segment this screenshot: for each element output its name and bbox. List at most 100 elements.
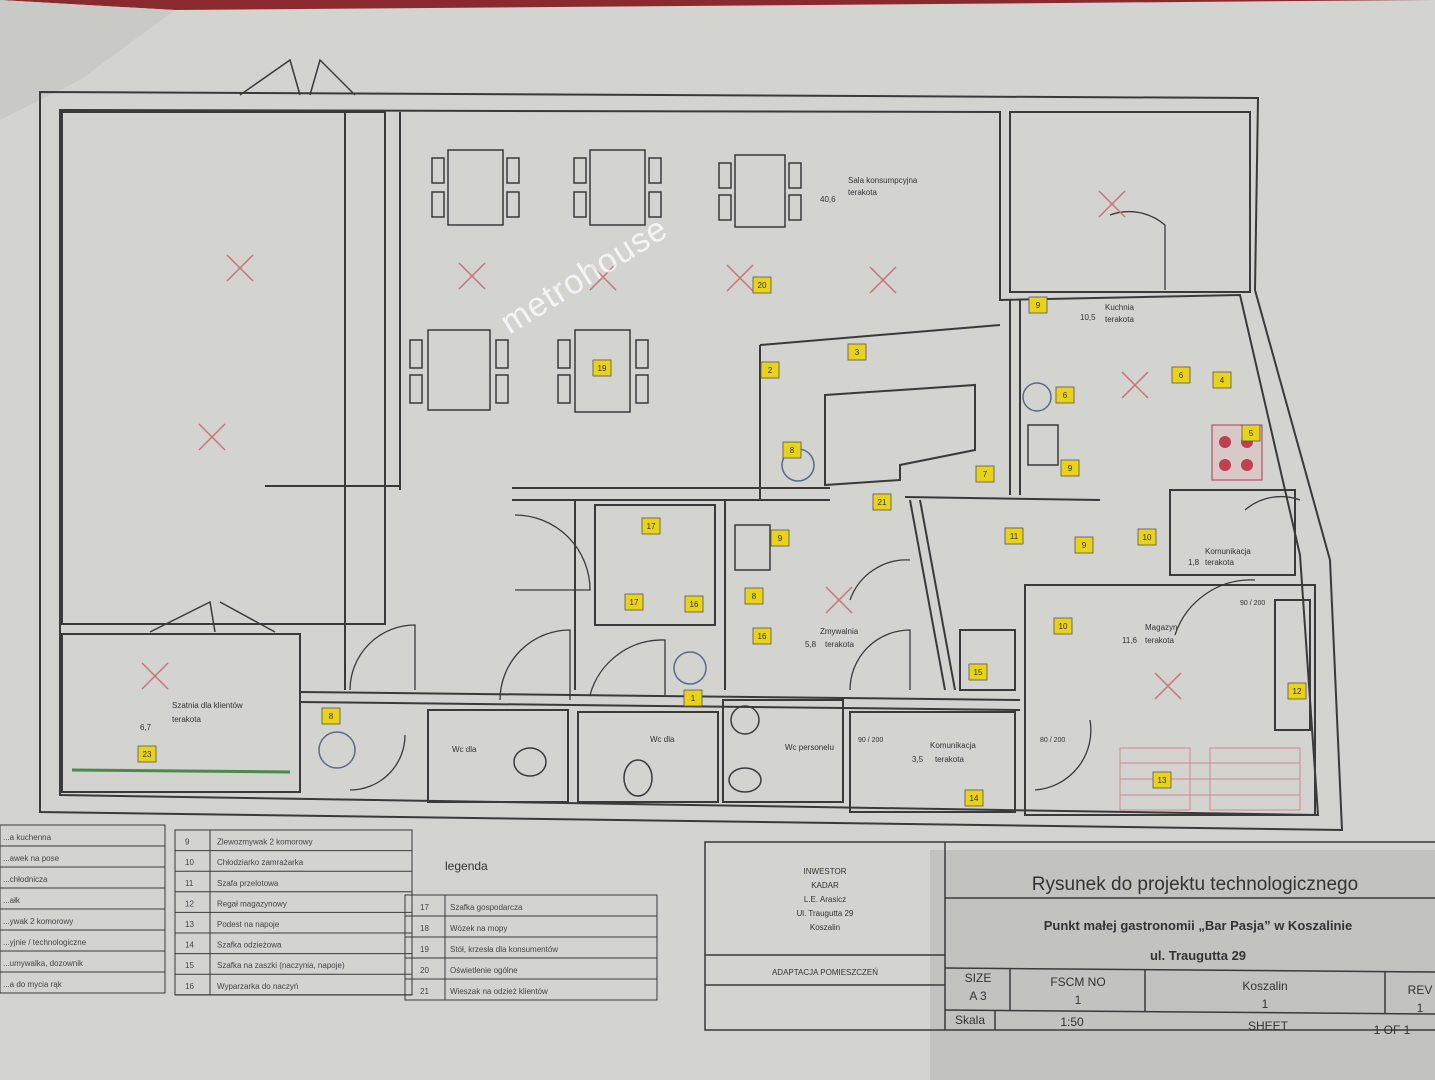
marker-number: 2 xyxy=(768,366,773,375)
room-floor-sala: terakota xyxy=(848,188,877,197)
sheet-value: 1 OF 1 xyxy=(1374,1023,1411,1037)
equipment-marker: 20 xyxy=(752,276,772,294)
marker-number: 9 xyxy=(1068,464,1073,473)
drawing-title: Rysunek do projektu technologicznego xyxy=(1032,874,1358,895)
equipment-marker: 6 xyxy=(1171,366,1191,384)
equipment-marker: 16 xyxy=(684,595,704,613)
equipment-marker: 3 xyxy=(847,343,867,361)
room-area-komunikacja-1: 1,8 xyxy=(1188,558,1200,567)
light-point-cross-icon xyxy=(589,263,617,291)
light-point-cross-icon xyxy=(458,262,486,290)
walls xyxy=(39,90,1344,832)
legend-number: 11 xyxy=(185,879,194,888)
adaptation-label: ADAPTACJA POMIESZCZEŃ xyxy=(772,968,878,977)
room-name-magazyn: Magazyn xyxy=(1145,623,1177,632)
equipment-marker: 10 xyxy=(1053,617,1073,635)
legend-label: Oświetlenie ogólne xyxy=(450,966,518,975)
fscm-label: FSCM NO xyxy=(1050,975,1105,989)
room-name-wc-2: Wc dla xyxy=(650,735,675,744)
equipment-marker: 9 xyxy=(1028,296,1048,314)
legend-title: legenda xyxy=(445,859,488,873)
marker-number: 20 xyxy=(758,281,767,290)
legend-label: ...ałk xyxy=(3,896,21,905)
legend-number: 10 xyxy=(185,858,194,867)
legend-number: 17 xyxy=(420,903,429,912)
marker-number: 13 xyxy=(1158,776,1167,785)
marker-number: 6 xyxy=(1179,371,1184,380)
legend-number: 21 xyxy=(420,987,429,996)
room-area-sala: 40,6 xyxy=(820,195,836,204)
legend-label: Stół, krzesła dla konsumentów xyxy=(450,945,558,954)
room-floor-zmywalnia: terakota xyxy=(825,640,854,649)
room-floor-komunikacja-1: terakota xyxy=(1205,558,1234,567)
legend-label: ...ywak 2 komorowy xyxy=(3,917,73,926)
equipment-marker: 1 xyxy=(683,689,703,707)
legend-number: 15 xyxy=(185,961,194,970)
marker-number: 10 xyxy=(1143,533,1152,542)
coat-rail xyxy=(71,768,291,774)
marker-number: 16 xyxy=(690,600,699,609)
marker-number: 3 xyxy=(855,348,860,357)
marker-number: 4 xyxy=(1220,376,1225,385)
city-value: 1 xyxy=(1262,997,1269,1011)
legend-number: 13 xyxy=(185,920,194,929)
legend-label: ...awek na pose xyxy=(3,854,60,863)
legend-number: 14 xyxy=(185,941,194,950)
drawing-address: ul. Traugutta 29 xyxy=(1150,948,1246,963)
paper-shade-right xyxy=(930,850,1435,1080)
room-area-kuchnia: 10,5 xyxy=(1080,313,1096,322)
size-label: SIZE xyxy=(965,971,992,985)
legend-label: Szafka na zaszki (naczynia, napoje) xyxy=(217,961,345,970)
legend-number: 9 xyxy=(185,838,190,847)
marker-number: 8 xyxy=(790,446,795,455)
investor-line: INWESTOR xyxy=(804,867,847,876)
legend-number: 19 xyxy=(420,945,429,954)
legend-label: Szafa przelotowa xyxy=(217,879,279,888)
marker-number: 8 xyxy=(329,712,334,721)
room-name-wc-personelu: Wc personelu xyxy=(785,743,834,752)
equipment-marker: 14 xyxy=(964,789,984,807)
equipment-marker: 11 xyxy=(1004,527,1024,545)
equipment-marker: 12 xyxy=(1287,682,1307,700)
light-point-cross-icon xyxy=(1154,672,1182,700)
room-floor-magazyn: terakota xyxy=(1145,636,1174,645)
equipment-marker: 13 xyxy=(1152,771,1172,789)
legend-label: Szafka odzieżowa xyxy=(217,941,282,950)
dining-tables xyxy=(409,149,802,413)
equipment-marker: 7 xyxy=(975,465,995,483)
legend-label: Zlewozmywak 2 komorowy xyxy=(217,838,313,847)
light-point-cross-icon xyxy=(825,586,853,614)
investor-line: Ul. Traugutta 29 xyxy=(797,909,854,918)
legend-label: ...chłodnicza xyxy=(3,875,48,884)
room-name-szatnia: Szatnia dla klientów xyxy=(172,701,243,710)
equipment-marker: 21 xyxy=(872,493,892,511)
marker-number: 9 xyxy=(778,534,783,543)
legend-label: Wieszak na odzież klientów xyxy=(450,987,548,996)
equipment-marker: 8 xyxy=(782,441,802,459)
light-point-cross-icon xyxy=(1098,190,1126,218)
light-point-cross-icon xyxy=(1121,371,1149,399)
marker-number: 7 xyxy=(983,470,988,479)
rev-label: REV xyxy=(1408,983,1433,997)
room-name-komunikacja-2: Komunikacja xyxy=(930,741,976,750)
equipment-marker: 6 xyxy=(1055,386,1075,404)
legend-label: Podest na napoje xyxy=(217,920,280,929)
marker-number: 15 xyxy=(974,668,983,677)
equipment-marker: 15 xyxy=(968,663,988,681)
room-name-komunikacja-1: Komunikacja xyxy=(1205,547,1251,556)
marker-number: 16 xyxy=(758,632,767,641)
legend-label: Wyparzarka do naczyń xyxy=(217,982,298,991)
room-name-kuchnia: Kuchnia xyxy=(1105,303,1134,312)
door-label: 90 / 200 xyxy=(858,737,883,744)
equipment-marker: 8 xyxy=(744,587,764,605)
rev-value: 1 xyxy=(1417,1001,1424,1015)
marker-number: 10 xyxy=(1059,622,1068,631)
legend-label: Chłodziarko zamrażarka xyxy=(217,858,304,867)
marker-number: 1 xyxy=(691,694,696,703)
room-name-zmywalnia: Zmywalnia xyxy=(820,627,859,636)
room-area-komunikacja-2: 3,5 xyxy=(912,755,924,764)
legend-label: ...umywalka, dozownik xyxy=(3,959,84,968)
legend-number: 18 xyxy=(420,924,429,933)
legend-label: ...a do mycia rąk xyxy=(3,980,63,989)
legend-number: 20 xyxy=(420,966,429,975)
